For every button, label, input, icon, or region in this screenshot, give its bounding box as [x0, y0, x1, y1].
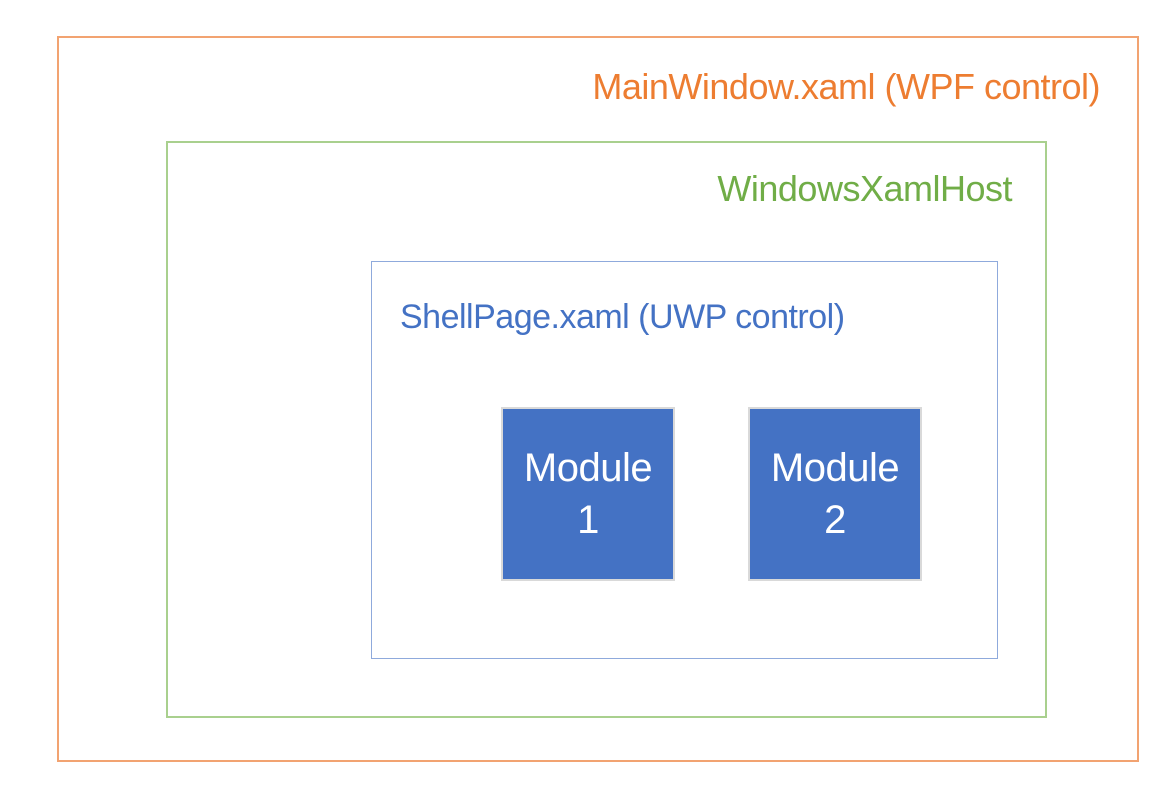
- windows-xaml-host-box: [166, 141, 1047, 718]
- windows-xaml-host-label: WindowsXamlHost: [717, 168, 1012, 209]
- shellpage-uwp-label: ShellPage.xaml (UWP control): [400, 298, 845, 336]
- module-2-name: Module: [770, 446, 900, 490]
- module-2-box: Module 2: [748, 407, 922, 581]
- module-1-number: 1: [577, 498, 599, 542]
- module-1-name: Module: [523, 446, 653, 490]
- mainwindow-wpf-box: [57, 36, 1139, 762]
- module-2-number: 2: [824, 498, 846, 542]
- module-1-box: Module 1: [501, 407, 675, 581]
- mainwindow-wpf-label: MainWindow.xaml (WPF control): [592, 66, 1100, 107]
- shellpage-uwp-box: [371, 261, 998, 659]
